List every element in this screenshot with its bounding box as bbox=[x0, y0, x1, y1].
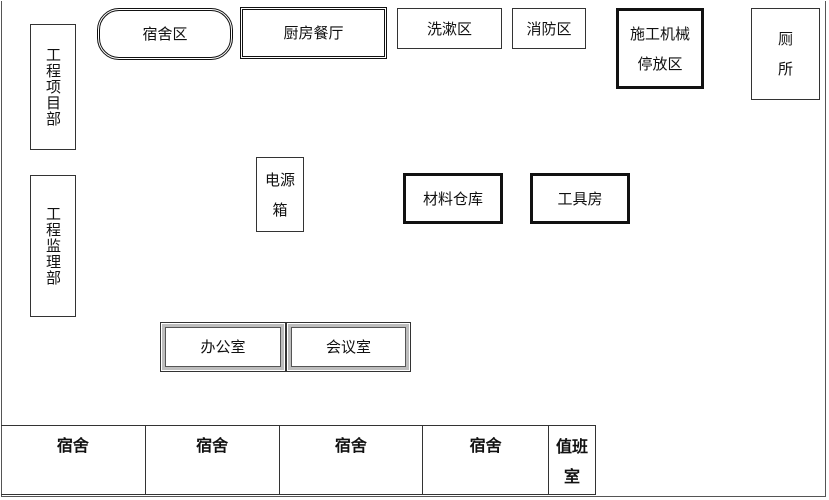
dorm-4-label: 宿舍 bbox=[469, 436, 502, 455]
dorm-4: 宿舍 bbox=[423, 426, 550, 494]
dormitory-area-label: 宿舍区 bbox=[142, 25, 188, 43]
dorm-3: 宿舍 bbox=[280, 426, 424, 494]
office: 办公室 bbox=[160, 322, 286, 372]
supervision-department: 工程监理部 bbox=[30, 175, 76, 317]
dorm-2: 宿舍 bbox=[146, 426, 280, 494]
meeting-room: 会议室 bbox=[286, 322, 411, 372]
washroom-area: 洗漱区 bbox=[397, 8, 502, 49]
project-department: 工程项目部 bbox=[30, 24, 76, 150]
tool-room: 工具房 bbox=[530, 173, 630, 224]
toilet: 厕 所 bbox=[751, 8, 820, 100]
machinery-parking-label: 施工机械 停放区 bbox=[629, 24, 690, 73]
meeting-room-label: 会议室 bbox=[325, 338, 371, 356]
fire-protection-area-label: 消防区 bbox=[526, 19, 572, 38]
dorm-3-label: 宿舍 bbox=[334, 436, 367, 455]
dorm-2-label: 宿舍 bbox=[196, 436, 229, 455]
toilet-label: 厕 所 bbox=[777, 30, 793, 78]
project-department-label: 工程项目部 bbox=[44, 47, 62, 127]
supervision-department-label: 工程监理部 bbox=[44, 206, 62, 286]
kitchen-dining: 厨房餐厅 bbox=[240, 7, 387, 59]
tool-room-label: 工具房 bbox=[557, 189, 603, 208]
duty-room: 值班 室 bbox=[549, 426, 595, 494]
power-box: 电源 箱 bbox=[256, 157, 304, 232]
material-warehouse: 材料仓库 bbox=[403, 173, 503, 224]
dorm-1: 宿舍 bbox=[1, 426, 146, 494]
bottom-building-row: 宿舍 宿舍 宿舍 宿舍 值班 室 bbox=[1, 425, 596, 495]
dorm-1-label: 宿舍 bbox=[56, 436, 89, 455]
office-label: 办公室 bbox=[200, 338, 246, 356]
machinery-parking: 施工机械 停放区 bbox=[616, 8, 704, 89]
kitchen-dining-label: 厨房餐厅 bbox=[283, 24, 344, 42]
washroom-area-label: 洗漱区 bbox=[426, 19, 472, 38]
fire-protection-area: 消防区 bbox=[512, 8, 586, 49]
dormitory-area: 宿舍区 bbox=[97, 8, 233, 60]
material-warehouse-label: 材料仓库 bbox=[422, 189, 483, 208]
power-box-label: 电源 箱 bbox=[264, 170, 295, 219]
duty-room-label: 值班 室 bbox=[556, 437, 589, 487]
